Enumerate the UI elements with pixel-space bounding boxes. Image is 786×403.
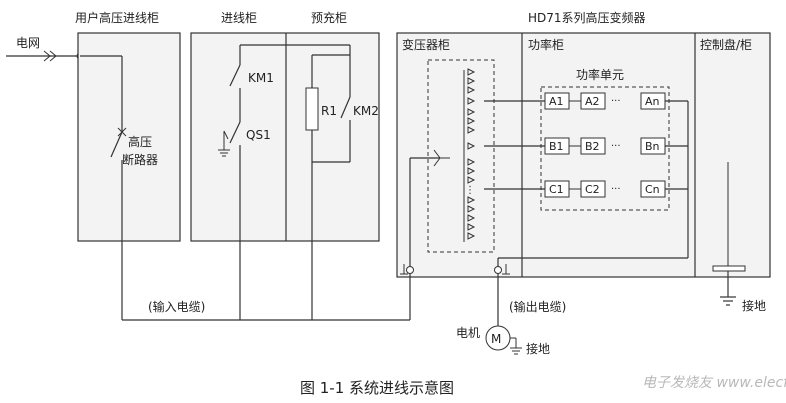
- input-terminal-icon: [406, 266, 414, 274]
- qs1-contact: [229, 121, 241, 144]
- power-unit-title: 功率单元: [576, 67, 624, 82]
- power-unit-box: [540, 86, 670, 211]
- breaker-label-2: 断路器: [122, 152, 158, 167]
- user-cabinet-title: 用户高压进线柜: [75, 10, 159, 25]
- row-a-ellipsis: ···: [611, 96, 621, 107]
- power-cell-c2-label: C2: [585, 183, 600, 196]
- secondary-winding-icon: [467, 126, 476, 134]
- input-cable: (输入电缆): [121, 241, 410, 321]
- secondary-winding-icon: [467, 68, 476, 76]
- motor-symbol: M: [491, 332, 501, 346]
- secondary-winding-icon: [467, 196, 476, 204]
- power-cell-bn-label: Bn: [645, 140, 660, 153]
- r1-label: R1: [321, 104, 337, 118]
- power-cell-an-label: An: [645, 95, 660, 108]
- power-cell-a1-label: A1: [549, 95, 564, 108]
- grid-arrow-icon: [43, 50, 51, 62]
- control-cabinet-label: 控制盘/柜: [700, 37, 752, 52]
- secondary-winding-icon: [467, 117, 476, 125]
- output-motor: (输出电缆) M 电机 接地: [456, 274, 566, 356]
- qs1-label: QS1: [246, 128, 271, 142]
- grid-input: 电网: [6, 36, 84, 62]
- power-cell-b2-label: B2: [585, 140, 600, 153]
- motor-label: 电机: [456, 326, 480, 340]
- secondary-winding-icon: [467, 158, 476, 166]
- secondary-winding-icon: [467, 214, 476, 222]
- secondary-winding-icon: [467, 97, 476, 105]
- output-terminal-icon: [494, 266, 502, 274]
- row-b-ellipsis: ···: [611, 141, 621, 152]
- power-cell-cn-label: Cn: [645, 183, 660, 196]
- grid-label: 电网: [16, 36, 40, 50]
- power-cell-b1-label: B1: [549, 140, 564, 153]
- km1-label: KM1: [248, 71, 274, 85]
- transformer-cabinet-label: 变压器柜: [402, 37, 450, 52]
- inverter-title: HD71系列高压变频器: [528, 10, 646, 25]
- secondaries-ellipsis: ⋮: [465, 185, 475, 196]
- figure-caption: 图 1-1 系统进线示意图: [300, 379, 454, 397]
- watermark: 电子发烧友 www.elecfans.com: [642, 375, 786, 391]
- power-cell-a2-label: A2: [585, 95, 600, 108]
- secondary-winding-icon: [467, 223, 476, 231]
- km2-contact: [340, 96, 351, 119]
- power-cabinet-label: 功率柜: [528, 37, 564, 52]
- inverter-box: [396, 32, 771, 278]
- motor-ground-label: 接地: [526, 341, 550, 356]
- secondary-winding-icon: [467, 86, 476, 94]
- secondary-winding-icon: [467, 176, 476, 184]
- power-cell-b2: [580, 137, 606, 155]
- km1-contact: [229, 64, 241, 87]
- inlet-precharge-cabinet: 进线柜 预充柜 KM1 QS1 R1 KM2: [190, 10, 380, 320]
- power-cell-c2: [580, 180, 606, 198]
- secondary-winding-icon: [467, 108, 476, 116]
- secondary-winding-icon: [467, 167, 476, 175]
- transformer-secondaries: [467, 68, 476, 240]
- inlet-cabinet-title: 进线柜: [221, 11, 257, 25]
- input-cable-label: (输入电缆): [148, 299, 205, 314]
- secondary-winding-icon: [467, 142, 476, 150]
- transformer-box: [427, 59, 495, 253]
- row-c-ellipsis: ···: [611, 184, 621, 195]
- breaker-contact: [110, 131, 123, 158]
- km2-label: KM2: [353, 104, 379, 118]
- primary-wye-icon: [433, 149, 441, 159]
- inlet-cabinet-box: [190, 32, 380, 242]
- output-cable-label: (输出电缆): [509, 299, 566, 314]
- control-ground-label: 接地: [742, 298, 766, 313]
- ground-bar: [712, 265, 746, 272]
- r1-resistor: [305, 87, 319, 131]
- grid-arrow-icon-2: [49, 50, 57, 62]
- hd71-inverter: HD71系列高压变频器 变压器柜 功率柜 控制盘/柜 ⋮ 功率单元 A1 A2 …: [396, 10, 771, 320]
- user-cabinet-box: [77, 32, 181, 242]
- precharge-cabinet-title: 预充柜: [311, 10, 347, 25]
- power-cell-a2: [580, 92, 606, 110]
- user-hv-cabinet: 用户高压进线柜 高压 断路器: [75, 10, 181, 242]
- power-cell-c1-label: C1: [549, 183, 564, 196]
- secondary-winding-icon: [467, 77, 476, 85]
- secondary-winding-icon: [467, 205, 476, 213]
- secondary-winding-icon: [467, 232, 476, 240]
- breaker-label-1: 高压: [128, 134, 152, 149]
